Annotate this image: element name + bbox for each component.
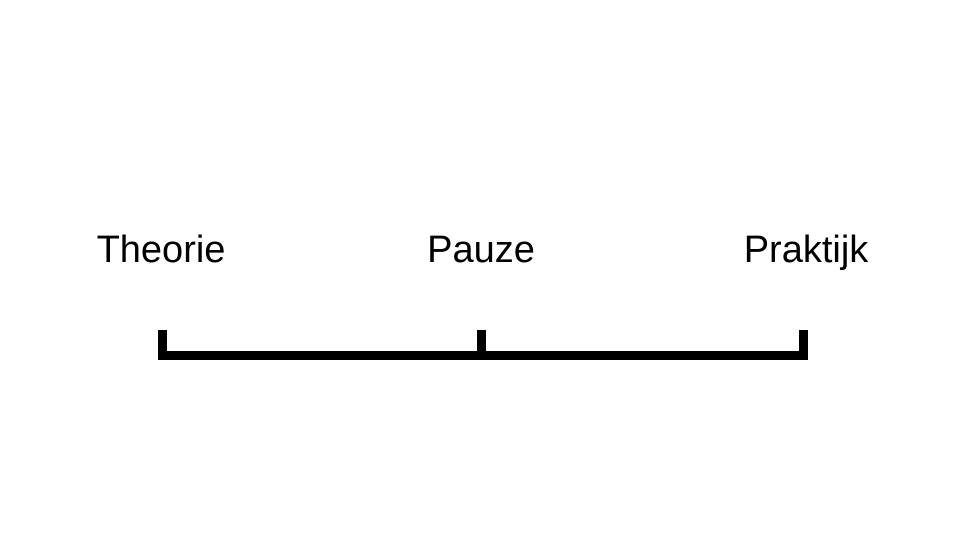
timeline-tick-end (799, 330, 808, 360)
phase-label-praktijk: Praktijk (743, 229, 869, 271)
timeline-tick-divider (477, 330, 486, 360)
phase-label-pauze: Pauze (427, 229, 535, 271)
timeline-tick-start (158, 330, 167, 360)
phase-label-theorie: Theorie (96, 229, 226, 271)
